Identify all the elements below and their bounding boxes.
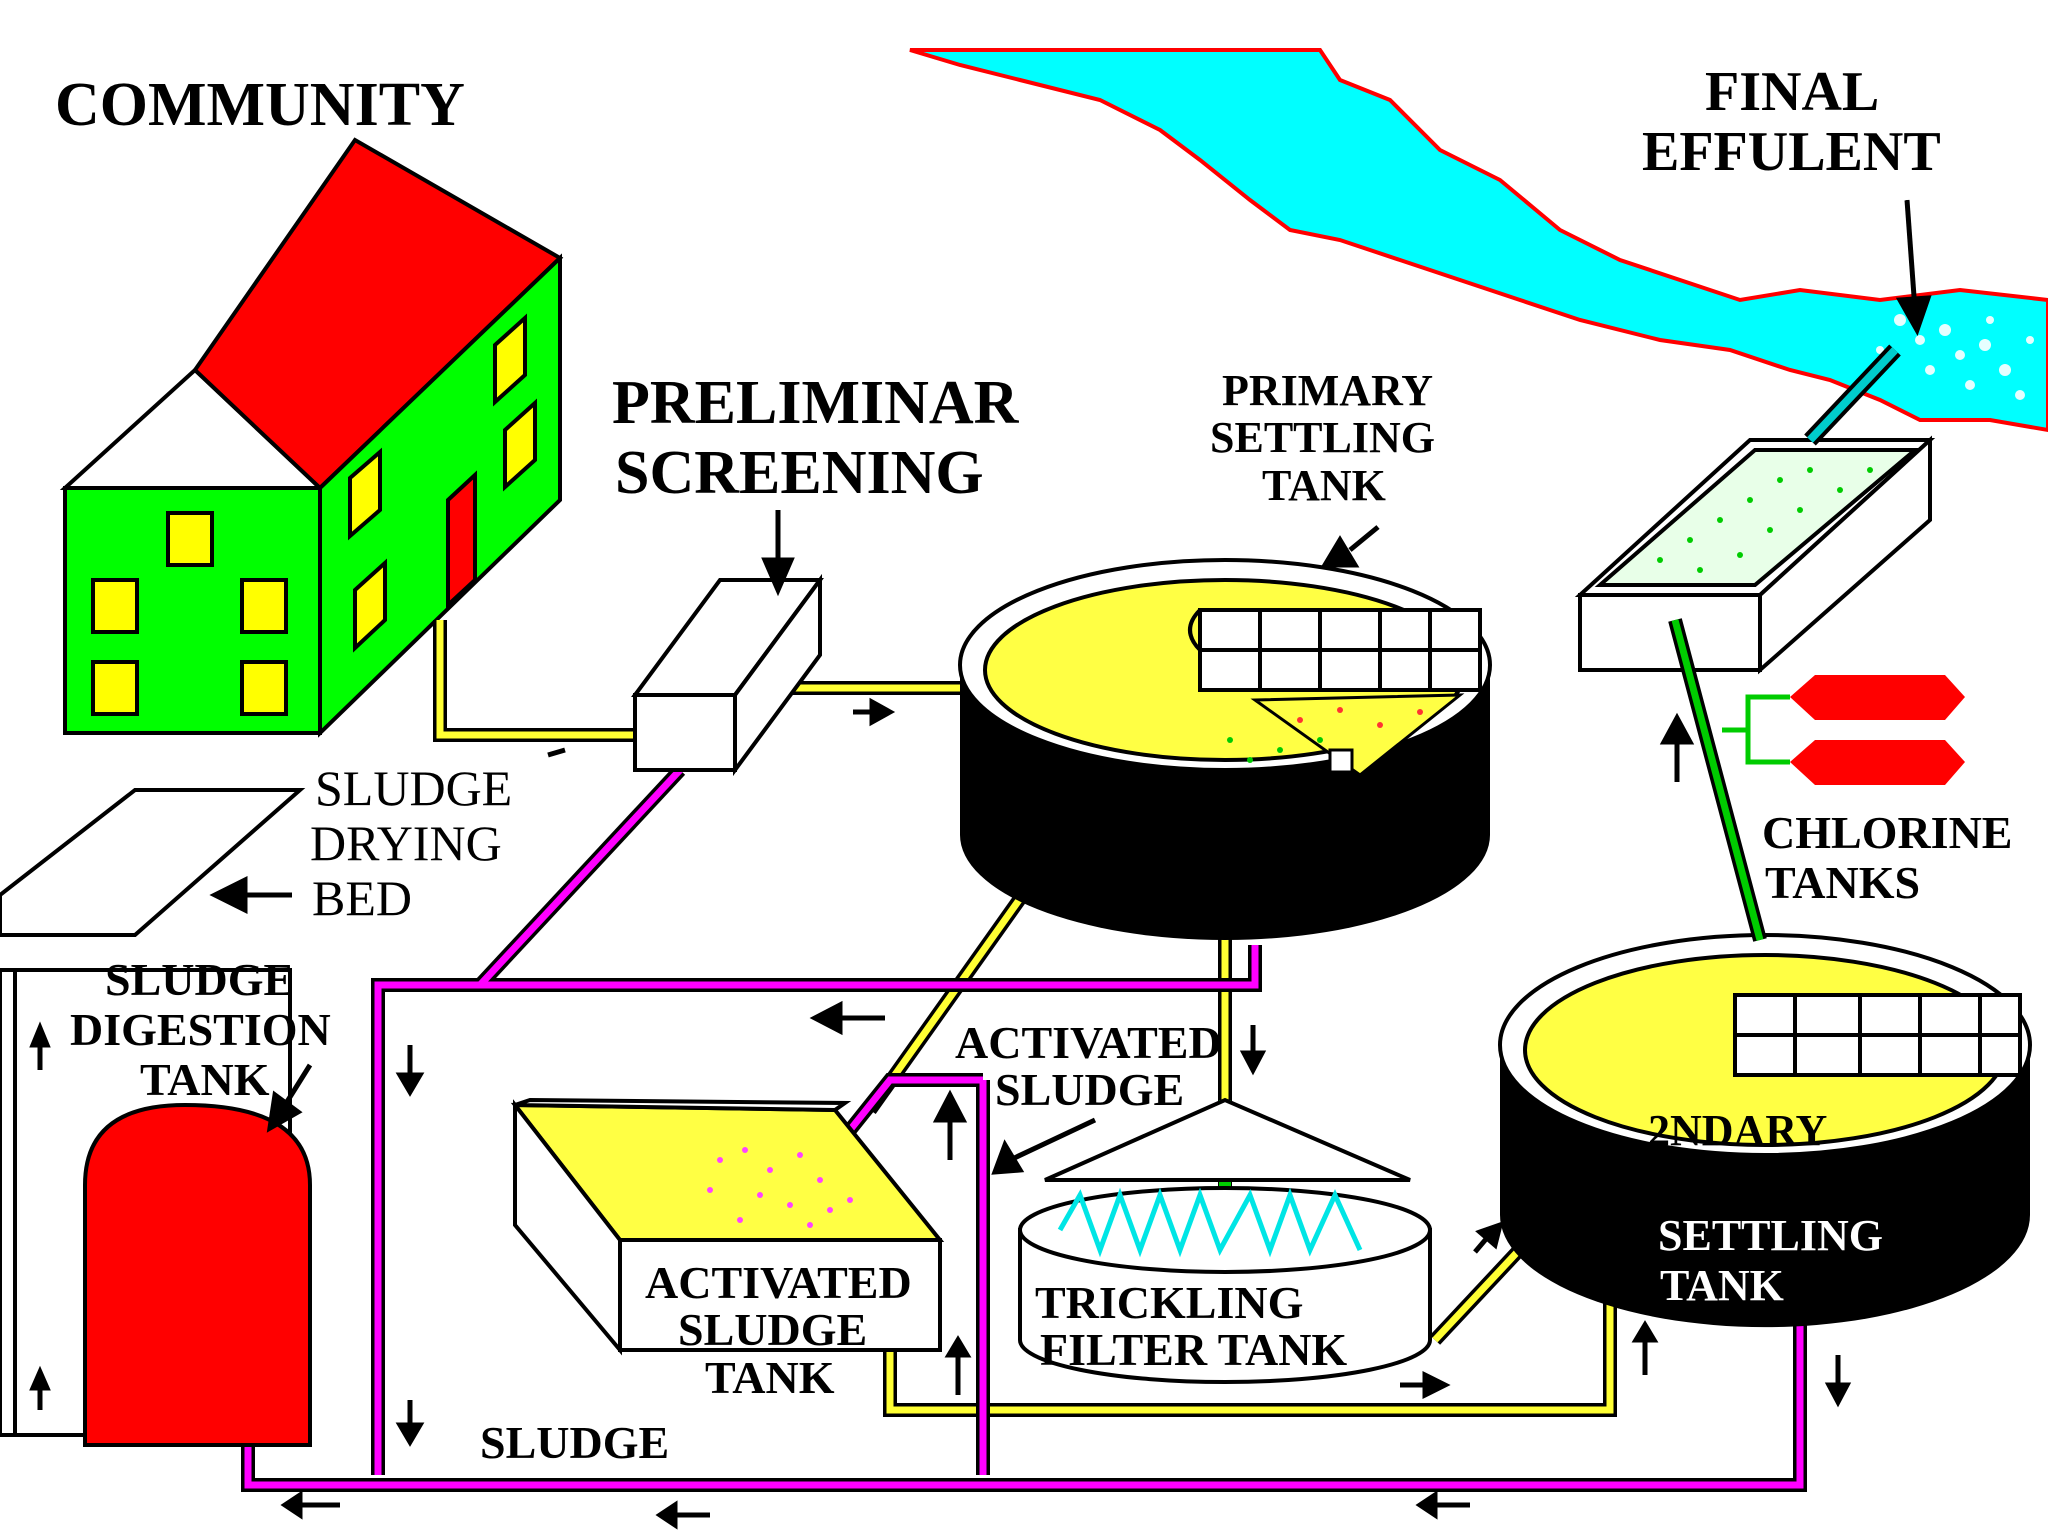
- label-secondary-settling-tank: 2NDARY SETTLING TANK: [1648, 1106, 1883, 1310]
- chlorine-contact-box: [1574, 435, 1936, 675]
- svg-text:TANK: TANK: [1660, 1261, 1784, 1310]
- activated-sludge-tank: [510, 1097, 945, 1356]
- svg-text:2NDARY: 2NDARY: [1648, 1106, 1827, 1155]
- filter-wave: [1057, 1187, 1363, 1258]
- svg-text:TANKS: TANKS: [1765, 857, 1920, 908]
- effluent-splash: [1876, 314, 2034, 400]
- chlorine-feed-lines: [1722, 694, 1790, 765]
- svg-text:DIGESTION: DIGESTION: [70, 1004, 331, 1055]
- svg-text:SLUDGE: SLUDGE: [995, 1064, 1184, 1115]
- label-activated-sludge: ACTIVATED SLUDGE: [955, 1017, 1222, 1115]
- activated-sludge-floc: [707, 1147, 853, 1228]
- label-community: COMMUNITY: [55, 71, 465, 139]
- chlorine-tank-icon: [1790, 675, 1965, 785]
- label-sludge: SLUDGE: [480, 1417, 669, 1468]
- svg-text:TRICKLING: TRICKLING: [1035, 1277, 1303, 1328]
- label-chlorine-tanks: CHLORINE TANKS: [1762, 807, 2012, 908]
- svg-text:PRELIMINAR: PRELIMINAR: [612, 369, 1020, 437]
- svg-text:SLUDGE: SLUDGE: [315, 760, 512, 816]
- primary-settling-tank: [958, 558, 1492, 940]
- svg-text:EFFULENT: EFFULENT: [1642, 121, 1941, 183]
- label-preliminary-screening: PRELIMINAR SCREENING: [612, 369, 1020, 507]
- label-activated-sludge-tank: ACTIVATED SLUDGE TANK: [645, 1257, 912, 1403]
- river: [909, 48, 2048, 433]
- svg-text:ACTIVATED: ACTIVATED: [955, 1017, 1222, 1068]
- svg-text:CHLORINE: CHLORINE: [1762, 807, 2012, 858]
- svg-text:SLUDGE: SLUDGE: [678, 1304, 867, 1355]
- community-house: [59, 137, 564, 738]
- svg-text:TANK: TANK: [140, 1054, 270, 1105]
- label-sludge-digestion-tank: SLUDGE DIGESTION TANK: [70, 954, 331, 1105]
- svg-text:FINAL: FINAL: [1705, 61, 1879, 123]
- preliminary-screening-box: [631, 573, 824, 777]
- svg-text:SCREENING: SCREENING: [615, 439, 984, 507]
- secondary-settling-tank: [1498, 933, 2032, 1328]
- svg-text:BED: BED: [312, 870, 412, 926]
- svg-text:FILTER TANK: FILTER TANK: [1040, 1324, 1347, 1375]
- svg-text:DRYING: DRYING: [310, 815, 502, 871]
- svg-text:PRIMARY: PRIMARY: [1222, 366, 1433, 415]
- label-primary-settling-tank: PRIMARY SETTLING TANK: [1210, 366, 1435, 510]
- sludge-pipes-fill: [244, 767, 1804, 1489]
- flow-arrows: [29, 199, 1932, 1530]
- trickling-filter-tank: [1018, 1097, 1432, 1385]
- chlorine-box-dots: [1657, 467, 1873, 573]
- svg-text:SETTLING: SETTLING: [1658, 1211, 1883, 1260]
- svg-text:SETTLING: SETTLING: [1210, 413, 1435, 462]
- svg-text:TANK: TANK: [1262, 461, 1386, 510]
- svg-text:TANK: TANK: [705, 1352, 835, 1403]
- svg-text:SLUDGE: SLUDGE: [105, 954, 294, 1005]
- label-sludge-drying-bed: SLUDGE DRYING BED: [310, 760, 512, 926]
- svg-text:ACTIVATED: ACTIVATED: [645, 1257, 912, 1308]
- digester-icon: [83, 1102, 312, 1447]
- label-trickling-filter-tank: TRICKLING FILTER TANK: [1035, 1277, 1347, 1375]
- label-final-effluent: FINAL EFFULENT: [1642, 61, 1941, 183]
- sludge-drying-bed: [0, 788, 306, 937]
